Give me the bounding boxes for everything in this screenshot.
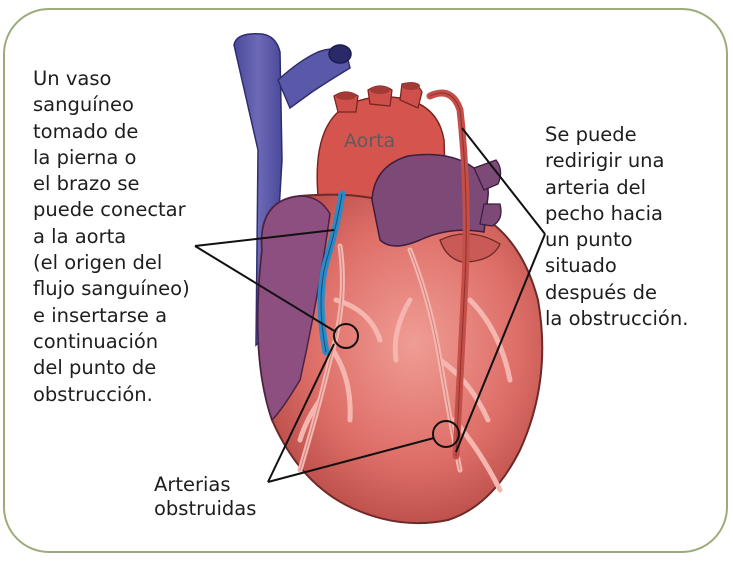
aorta-label: Aorta <box>344 130 396 152</box>
vein-graft-label: Un vaso sanguíneo tomado de la pierna o … <box>33 67 190 406</box>
obstruction-circle-upper <box>333 323 359 349</box>
obstructed-arteries-label: Arterias obstruidas <box>154 473 257 520</box>
obstruction-circle-lower <box>432 420 460 448</box>
leader-lines <box>194 127 546 483</box>
mammary-artery-graft-edge <box>429 92 467 457</box>
artery-redirect-label: Se puede redirigir una arteria del pecho… <box>545 123 689 331</box>
